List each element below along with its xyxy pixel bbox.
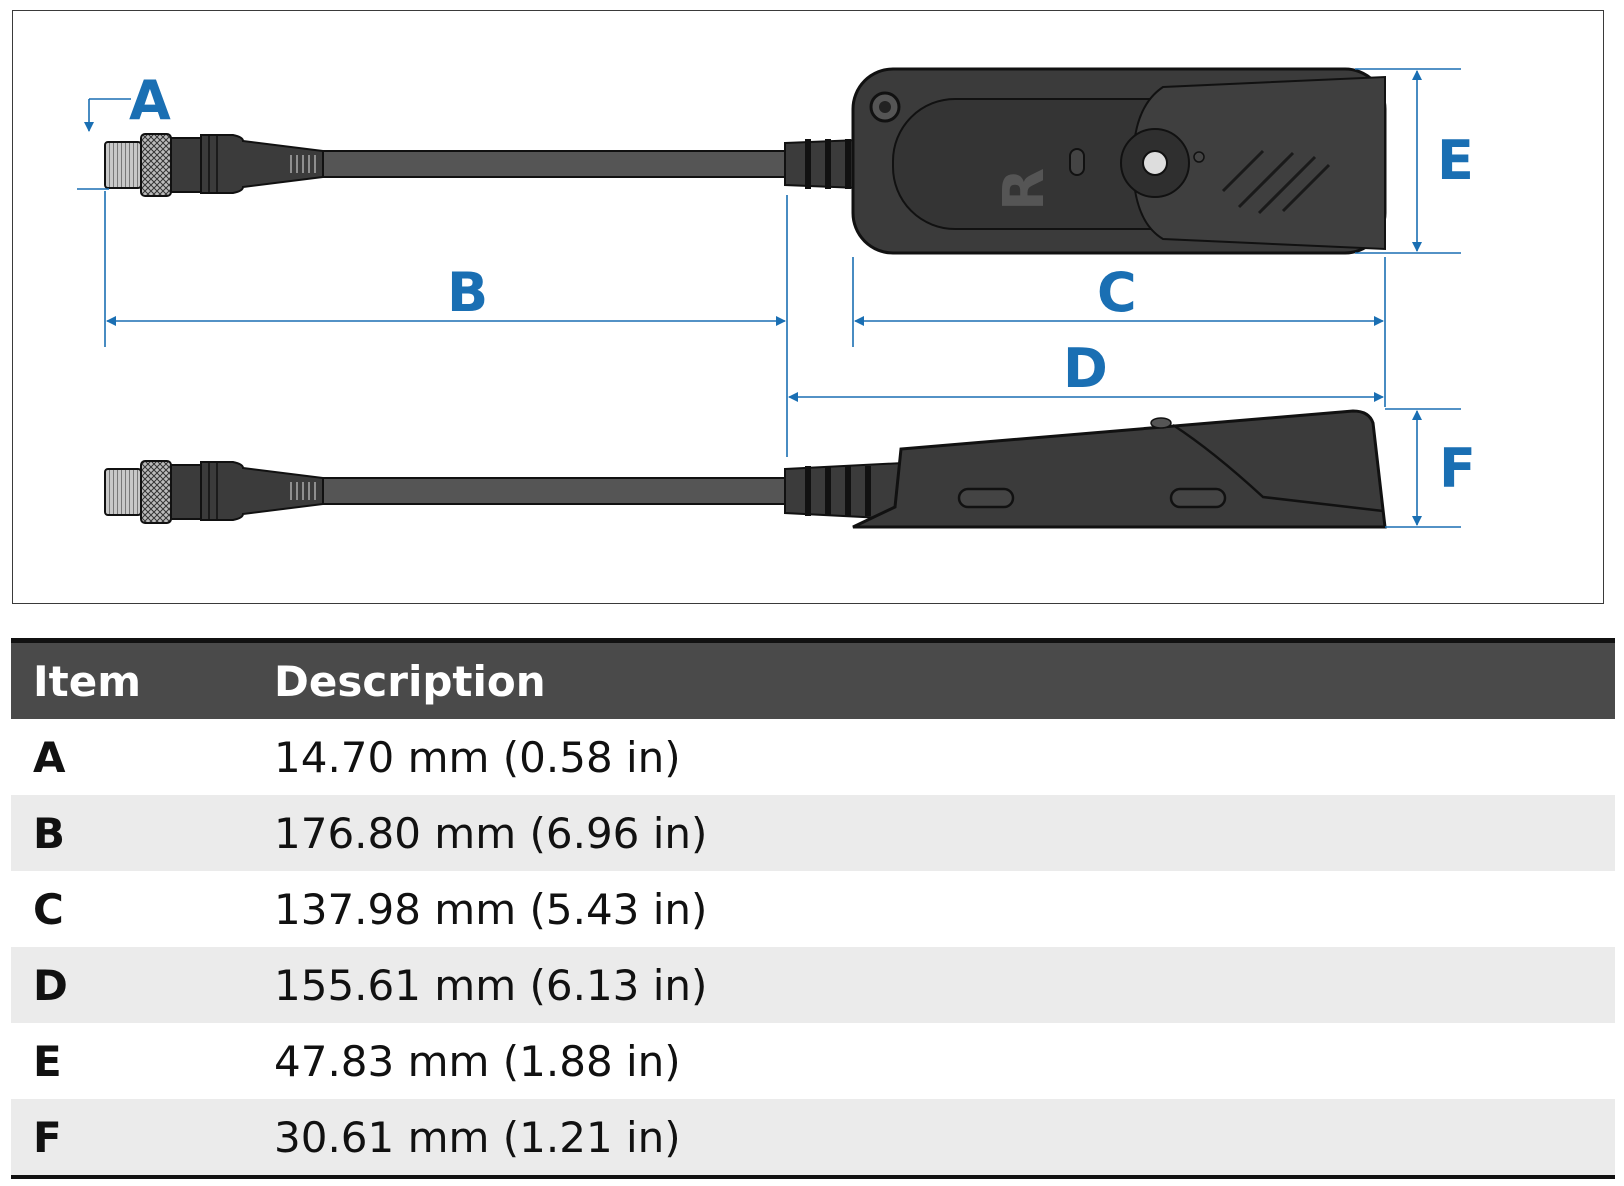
- table-row: C 137.98 mm (5.43 in): [11, 871, 1615, 947]
- item-cell: D: [11, 947, 274, 1023]
- table-row: D 155.61 mm (6.13 in): [11, 947, 1615, 1023]
- column-header-item: Item: [11, 640, 274, 719]
- item-cell: B: [11, 795, 274, 871]
- side-strain-relief: [784, 461, 904, 521]
- dimensions-table: Item Description A 14.70 mm (0.58 in) B …: [11, 638, 1615, 1179]
- side-cable: [322, 477, 794, 505]
- description-cell: 137.98 mm (5.43 in): [274, 884, 708, 934]
- description-cell: 47.83 mm (1.88 in): [274, 1036, 681, 1086]
- dimension-label-e: E: [1437, 129, 1474, 192]
- description-cell: 30.61 mm (1.21 in): [274, 1099, 1615, 1177]
- description-cell: 14.70 mm (0.58 in): [274, 732, 681, 782]
- table-row: A 14.70 mm (0.58 in): [11, 719, 1615, 795]
- dimension-drawing: R: [12, 10, 1604, 604]
- top-device-body: R: [851, 67, 1387, 255]
- table-row: B 176.80 mm (6.96 in): [11, 795, 1615, 871]
- top-connector: [104, 133, 324, 197]
- svg-text:R: R: [992, 168, 1057, 211]
- description-cell: 155.61 mm (6.13 in): [274, 947, 1615, 1023]
- dimension-label-c: C: [1097, 261, 1137, 324]
- side-connector: [104, 460, 324, 524]
- table-row: F 30.61 mm (1.21 in): [11, 1099, 1615, 1177]
- top-view: R: [104, 67, 1387, 255]
- item-cell: E: [33, 1036, 62, 1086]
- table-row: E 47.83 mm (1.88 in): [11, 1023, 1615, 1099]
- table-header-row: Item Description: [11, 640, 1615, 719]
- dimension-label-a: A: [129, 69, 171, 132]
- top-cable: [322, 150, 794, 178]
- description-cell: 176.80 mm (6.96 in): [274, 795, 1615, 871]
- side-view: [104, 409, 1387, 529]
- dimension-label-d: D: [1063, 337, 1108, 400]
- side-device-body: [852, 409, 1387, 529]
- item-cell: A: [33, 732, 66, 782]
- dimension-label-b: B: [447, 261, 488, 324]
- dimension-lines: [77, 68, 1461, 528]
- item-cell: F: [11, 1099, 274, 1177]
- column-header-description: Description: [274, 640, 1615, 719]
- dimension-label-f: F: [1439, 437, 1476, 500]
- item-cell: C: [33, 884, 64, 934]
- dimension-drawing-svg: R: [77, 67, 1476, 529]
